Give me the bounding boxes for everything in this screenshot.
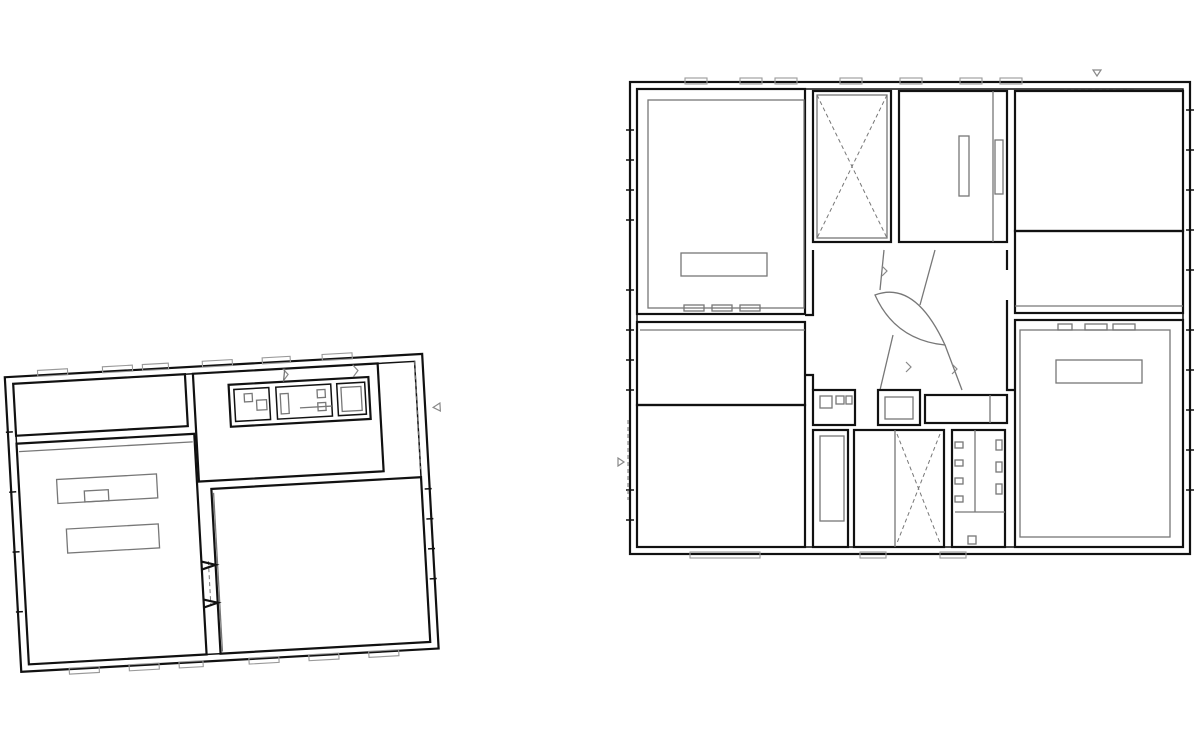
corridor-block <box>923 393 1009 425</box>
room-ne-upper <box>1013 89 1185 233</box>
service-cell-1 <box>811 388 857 427</box>
room-narrow <box>811 428 850 549</box>
void-x-top <box>811 89 893 244</box>
lift-shaft <box>876 388 922 427</box>
windows-bottom-right <box>689 551 967 559</box>
lens-seat <box>874 291 947 346</box>
display-table-nw <box>680 252 768 277</box>
display-table-se <box>1055 359 1143 384</box>
room-large-right <box>210 476 432 655</box>
inner-wall-left <box>12 360 432 666</box>
stair-arrow-icon <box>352 364 359 378</box>
room-exhibition-nw <box>635 87 807 316</box>
outer-wall-left <box>3 352 440 673</box>
room-exhibition-left <box>15 432 208 666</box>
windows-top-left <box>36 352 353 378</box>
outer-wall-right <box>628 80 1192 556</box>
entrance-arrow-icon <box>1091 69 1103 78</box>
wc-block <box>950 428 1007 549</box>
floor-plan-right <box>617 69 1194 559</box>
void-x-bottom <box>852 428 946 549</box>
room-office <box>897 89 1009 244</box>
room-ne-lower <box>1013 229 1185 315</box>
room-exhibition-sw <box>635 403 807 549</box>
display-table-upper <box>55 473 159 505</box>
display-table-inner <box>83 488 110 503</box>
floor-plan-left <box>3 352 442 675</box>
entrance-arrow-icon <box>431 401 442 413</box>
entrance-arrow-icon <box>617 456 626 468</box>
windows-bottom-left <box>68 649 400 675</box>
desk-office <box>958 135 970 197</box>
room-exhibition-se <box>1013 318 1185 549</box>
inner-wall-right <box>636 88 1184 548</box>
windows-top-right <box>684 77 1023 85</box>
core-block <box>227 375 372 428</box>
room-west-mid <box>635 320 807 407</box>
room-top-left <box>12 373 189 437</box>
display-table-lower <box>65 523 161 554</box>
